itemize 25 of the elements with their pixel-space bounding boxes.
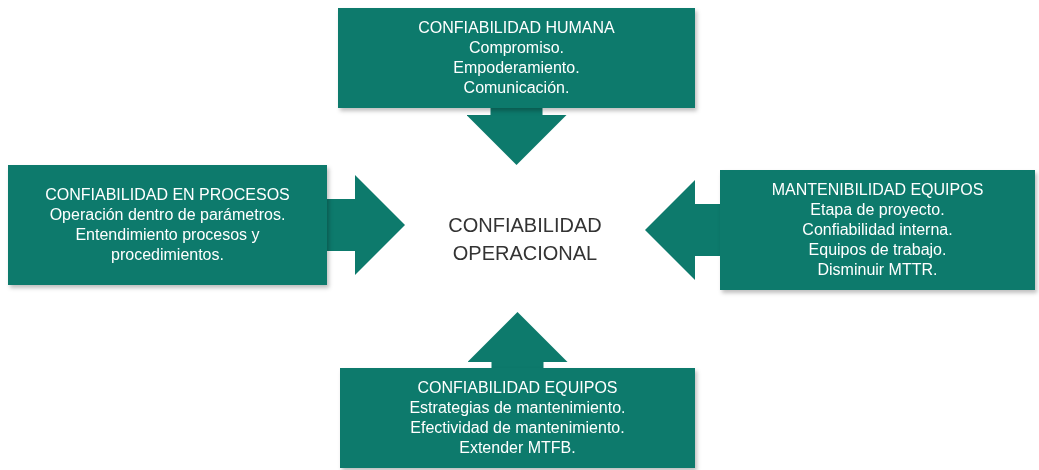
box-item: Efectividad de mantenimiento. [410, 418, 625, 438]
box-item: Confiabilidad interna. [802, 220, 953, 240]
block-arrow [466, 108, 567, 165]
process-box [720, 170, 1035, 290]
box-item: Estrategias de mantenimiento. [409, 398, 626, 418]
box-heading: MANTENIBILIDAD EQUIPOS [771, 180, 984, 200]
box-heading: CONFIABILIDAD EQUIPOS [417, 378, 618, 398]
box-item: Entendimiento procesos y procedimientos. [74, 225, 261, 265]
box-item: Comunicación. [463, 78, 570, 98]
box-item: Empoderamiento. [453, 58, 580, 78]
process-box [340, 368, 695, 468]
box-item: Disminuir MTTR. [817, 260, 938, 280]
process-box [8, 165, 327, 285]
process-box [338, 8, 695, 108]
box-heading: CONFIABILIDAD HUMANA [418, 18, 615, 38]
box-item: Etapa de proyecto. [810, 200, 945, 220]
box-item: Extender MTFB. [459, 438, 576, 458]
block-arrow [467, 312, 568, 368]
box-item: Operación dentro de parámetros. [49, 205, 286, 225]
center-label: CONFIABILIDAD OPERACIONAL [447, 212, 603, 266]
block-arrow [327, 175, 405, 275]
box-item: Equipos de trabajo. [808, 240, 947, 260]
box-heading: CONFIABILIDAD EN PROCESOS [45, 185, 290, 205]
block-arrow [645, 180, 720, 280]
box-item: Compromiso. [468, 38, 565, 58]
